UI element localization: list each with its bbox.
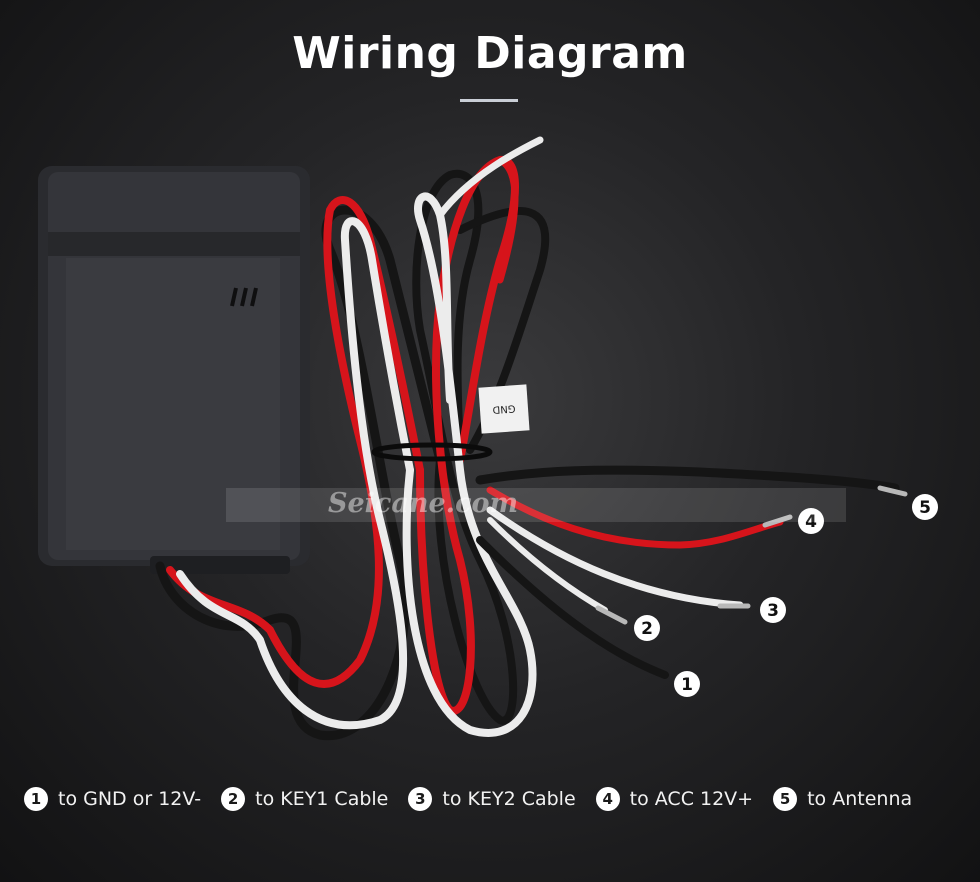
callout-4: 4 (798, 508, 824, 534)
vent-slots (230, 287, 258, 307)
callout-2-num: 2 (641, 619, 653, 639)
wire-bundle (155, 136, 908, 741)
legend-number-5: 5 (773, 787, 798, 811)
legend-number-2: 2 (221, 787, 246, 811)
legend-number-3: 3 (408, 787, 433, 811)
callout-3-num: 3 (767, 601, 779, 621)
gnd-tag: GND (478, 384, 530, 434)
legend: 1 to GND or 12V- 2 to KEY1 Cable 3 to KE… (24, 784, 964, 814)
callout-5-num: 5 (919, 498, 931, 518)
legend-label-5: to Antenna (807, 788, 913, 810)
legend-item-4: 4 to ACC 12V+ (595, 787, 754, 811)
legend-item-1: 1 to GND or 12V- (24, 787, 201, 811)
legend-label-2: to KEY1 Cable (255, 788, 389, 810)
gnd-tag-label: GND (492, 402, 516, 415)
control-box (38, 166, 310, 574)
legend-item-5: 5 to Antenna (773, 787, 912, 811)
callout-1: 1 (674, 671, 700, 697)
legend-label-4: to ACC 12V+ (629, 788, 754, 810)
legend-label-1: to GND or 12V- (58, 788, 202, 810)
legend-label-3: to KEY2 Cable (442, 788, 576, 810)
legend-item-2: 2 to KEY1 Cable (221, 787, 388, 811)
legend-number-1: 1 (24, 787, 48, 811)
legend-number-4: 4 (595, 787, 620, 811)
page-title: Wiring Diagram (292, 28, 688, 79)
callout-5: 5 (912, 494, 938, 520)
callout-2: 2 (634, 615, 660, 641)
legend-item-3: 3 to KEY2 Cable (408, 787, 576, 811)
callout-3: 3 (760, 597, 786, 623)
title-underline (460, 99, 518, 102)
watermark-band: Seicane.com (226, 488, 846, 522)
callout-1-num: 1 (681, 675, 693, 695)
callout-4-num: 4 (805, 512, 817, 532)
watermark-text: Seicane.com (328, 488, 519, 519)
